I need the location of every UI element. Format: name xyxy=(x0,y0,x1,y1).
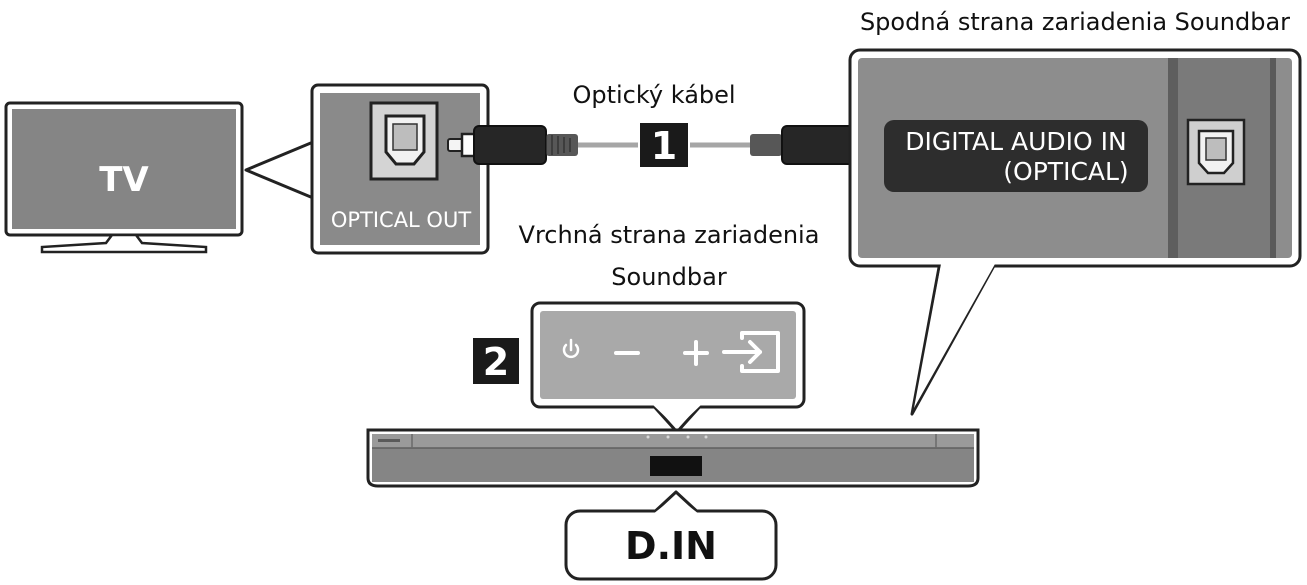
digital-audio-in-line1: DIGITAL AUDIO IN xyxy=(905,127,1126,156)
tv-label: TV xyxy=(99,160,149,200)
optical-in-port-icon xyxy=(1186,118,1246,186)
top-side-title-line2: Soundbar xyxy=(611,263,727,291)
top-button-panel xyxy=(530,301,806,434)
step-2-badge: 2 xyxy=(473,338,519,384)
top-side-title-line1: Vrchná strana zariadenia xyxy=(519,221,820,249)
din-label: D.IN xyxy=(625,524,717,568)
step-1-number: 1 xyxy=(651,124,677,168)
step-1-badge: 1 xyxy=(640,123,688,168)
bottom-side-panel: DIGITAL AUDIO IN (OPTICAL) xyxy=(848,48,1302,416)
optical-out-label: OPTICAL OUT xyxy=(331,208,472,232)
tv-callout-pointer xyxy=(244,138,320,202)
step-2-number: 2 xyxy=(483,340,509,384)
tv: TV xyxy=(4,101,244,254)
source-input-icon xyxy=(722,331,780,373)
bottom-side-title: Spodná strana zariadenia Soundbar xyxy=(860,8,1290,36)
plus-icon xyxy=(683,340,709,366)
optical-out-panel: OPTICAL OUT xyxy=(310,83,490,255)
din-callout: D.IN xyxy=(564,490,778,581)
soundbar xyxy=(366,428,980,488)
soundbar-display xyxy=(650,456,702,476)
optical-port-icon xyxy=(369,101,439,181)
optical-cable-label: Optický kábel xyxy=(572,81,735,109)
digital-audio-in-line2: (OPTICAL) xyxy=(1003,157,1128,186)
power-icon xyxy=(562,338,580,359)
